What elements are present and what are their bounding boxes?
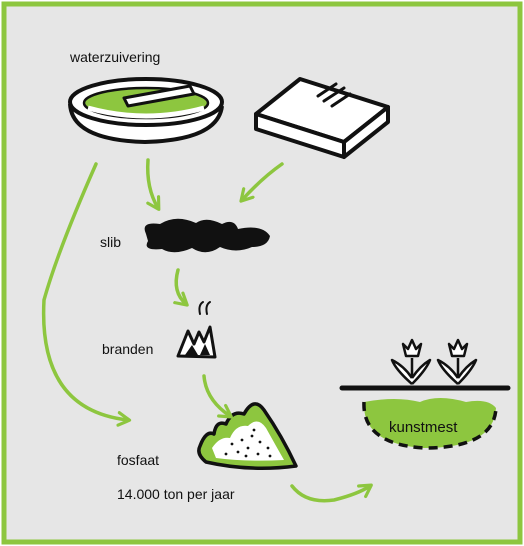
flow-arrows: [41, 158, 373, 503]
phosphate-heap-icon: [197, 402, 298, 470]
label-fosfaat: fosfaat: [117, 452, 159, 468]
fire-icon: [176, 301, 217, 359]
arrow-slib-to-branden: [173, 268, 189, 307]
water-treatment-basin-icon: [68, 77, 224, 145]
label-kunstmest: kunstmest: [389, 419, 458, 436]
tulips-icon: [390, 338, 478, 385]
arrow-basin-to-slib: [145, 158, 161, 211]
fertilizer-soil-icon: [339, 385, 511, 450]
label-branden: branden: [102, 341, 153, 357]
box-icon: [254, 77, 390, 159]
arrow-box-to-slib: [239, 162, 284, 203]
arrow-fosfaat-to-kunstmest: [290, 483, 373, 503]
label-waterzuivering: waterzuivering: [69, 49, 160, 65]
label-slib: slib: [100, 234, 121, 250]
arrow-basin-to-fosfaat: [41, 162, 132, 427]
sludge-blob-icon: [144, 218, 270, 253]
arrow-branden-to-fosfaat: [202, 374, 233, 419]
label-tonnage: 14.000 ton per jaar: [117, 486, 235, 502]
